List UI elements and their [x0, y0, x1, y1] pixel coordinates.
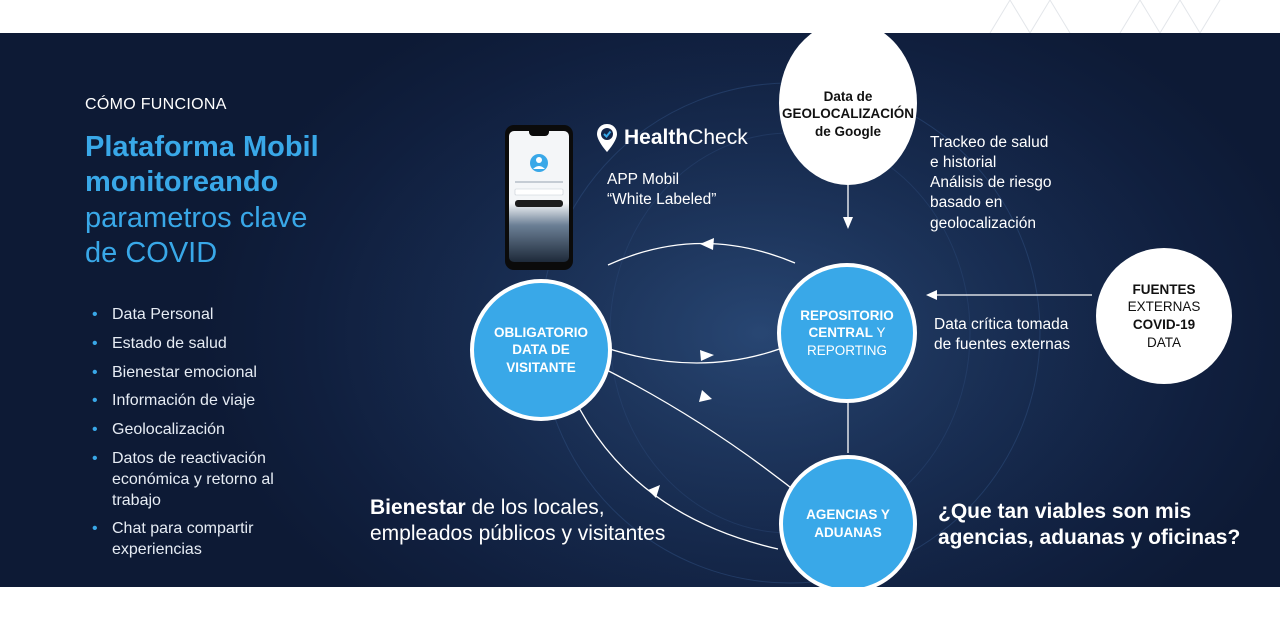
wellbeing-rest: de los locales,	[465, 496, 605, 519]
healthcheck-logo: HealthCheck	[596, 123, 748, 153]
diagram-panel: CÓMO FUNCIONA Plataforma Mobil monitorea…	[0, 33, 1280, 587]
arrow-head	[843, 217, 853, 229]
node-text: REPORTING	[806, 342, 887, 358]
caption-line: Análisis de riesgo	[930, 174, 1052, 192]
arc-visitante-to-repo	[591, 342, 796, 364]
node-text: Y	[872, 325, 886, 341]
list-item: Geolocalización	[92, 420, 302, 441]
node-central-repository: REPOSITORIO CENTRAL Y REPORTING	[777, 263, 917, 403]
question-statement: ¿Que tan viables son mis agencias, aduan…	[938, 499, 1240, 552]
node-text: CENTRAL	[808, 325, 873, 341]
node-text: COVID-19	[1132, 317, 1196, 332]
wellbeing-bold: Bienestar	[370, 496, 466, 519]
list-item: Estado de salud	[92, 334, 302, 355]
caption-line: geolocalización	[930, 214, 1036, 232]
app-caption-line-1: APP Mobil	[607, 171, 680, 188]
brand-name-regular: Check	[688, 126, 748, 149]
arrow-head	[699, 390, 712, 402]
location-pin-check-icon	[597, 124, 617, 152]
phone-notch	[529, 131, 549, 136]
decorative-lines	[989, 0, 1221, 33]
wellbeing-line-2: empleados públicos y visitantes	[370, 522, 666, 546]
caption-line: Data crítica tomada	[934, 316, 1069, 333]
top-band	[0, 0, 1280, 33]
node-external-sources: FUENTES EXTERNAS COVID-19 DATA	[1096, 248, 1232, 384]
node-text: Data de	[823, 88, 873, 104]
question-line-2: agencias, aduanas y oficinas?	[938, 526, 1241, 550]
phone-screen	[509, 131, 569, 262]
node-text: REPOSITORIO	[800, 307, 894, 323]
arrow-head	[926, 290, 937, 300]
title-line-2: monitoreando	[85, 166, 279, 199]
arrow-head	[700, 350, 714, 361]
external-data-caption: Data crítica tomada de fuentes externas	[934, 315, 1070, 355]
node-text: VISITANTE	[506, 359, 576, 375]
node-text: OBLIGATORIO	[494, 324, 588, 340]
tracking-caption: Trackeo de salud e historial Análisis de…	[930, 133, 1051, 234]
app-screen-preview	[514, 154, 564, 207]
phone-mockup	[505, 125, 573, 270]
arrow-head	[700, 238, 714, 250]
node-text: DATA DE	[512, 342, 570, 358]
node-text: de Google	[814, 123, 881, 139]
caption-line: e historial	[930, 154, 997, 172]
title-line-4: de COVID	[85, 237, 218, 270]
node-agencies-customs: AGENCIAS Y ADUANAS	[779, 455, 917, 587]
app-caption-line-2: “White Labeled”	[607, 191, 717, 209]
arrow-head	[648, 485, 660, 498]
page-title: Plataforma Mobil monitoreando parametros…	[85, 130, 319, 272]
brand-name-bold: Health	[624, 126, 689, 149]
list-item: Data Personal	[92, 305, 302, 326]
list-item: Bienestar emocional	[92, 363, 302, 384]
section-kicker: CÓMO FUNCIONA	[85, 96, 227, 113]
title-line-3: parametros clave	[85, 201, 308, 234]
arc-repo-to-visitante	[607, 242, 796, 266]
caption-line: Trackeo de salud	[930, 134, 1049, 151]
node-text: AGENCIAS Y	[806, 507, 890, 523]
app-caption: APP Mobil “White Labeled”	[607, 170, 716, 210]
caption-line: de fuentes externas	[934, 336, 1071, 354]
title-line-1: Plataforma Mobil	[85, 131, 319, 163]
list-item: Chat para compartir experiencias	[92, 519, 302, 561]
node-text: DATA	[1146, 334, 1181, 350]
caption-line: basado en	[930, 194, 1003, 212]
arc-agencias-to-visitante	[564, 377, 779, 550]
feature-list: Data Personal Estado de salud Bienestar …	[92, 305, 302, 569]
node-text: GEOLOCALIZACIÓN	[782, 106, 914, 122]
node-text: EXTERNAS	[1127, 299, 1201, 315]
node-text: ADUANAS	[814, 525, 882, 540]
question-line-1: ¿Que tan viables son mis	[938, 500, 1192, 523]
node-visitor-data: OBLIGATORIO DATA DE VISITANTE	[470, 279, 612, 421]
node-google-geolocation: Data de GEOLOCALIZACIÓN de Google	[779, 33, 917, 185]
node-text: FUENTES	[1132, 281, 1196, 297]
wellbeing-statement: Bienestar de los locales, empleados públ…	[370, 495, 665, 548]
list-item: Datos de reactivación económica y retorn…	[92, 449, 302, 511]
list-item: Información de viaje	[92, 391, 302, 412]
